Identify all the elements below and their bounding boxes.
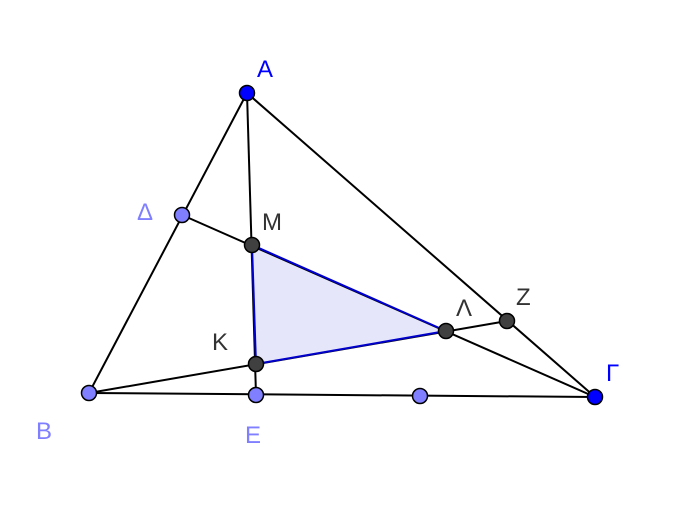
label-Delta: Δ (137, 199, 153, 226)
point-B[interactable] (80, 384, 98, 402)
point-K[interactable] (247, 355, 265, 373)
label-Lambda: Λ (456, 295, 472, 322)
label-M: M (262, 209, 282, 236)
label-Gamma: Γ (606, 360, 619, 387)
label-E: E (245, 422, 261, 449)
point-A[interactable] (238, 84, 256, 102)
point-Lambda[interactable] (437, 322, 455, 340)
label-K: K (212, 329, 228, 356)
inner-triangle-fill (252, 245, 446, 364)
side-BGamma (88, 392, 596, 398)
point-Delta[interactable] (173, 206, 191, 224)
point-Z[interactable] (498, 312, 516, 330)
side-AGamma (246, 92, 596, 398)
label-B: B (36, 418, 52, 445)
side-AB (88, 92, 248, 394)
edge-LambdaM (251, 244, 447, 332)
edge-KLambda (255, 330, 447, 365)
label-A: A (257, 56, 273, 83)
point-E[interactable] (247, 386, 265, 404)
edge-MK (251, 244, 257, 365)
point-BGamma-division[interactable] (411, 387, 429, 405)
point-Gamma[interactable] (586, 388, 604, 406)
point-M[interactable] (243, 236, 261, 254)
label-Z: Z (516, 284, 531, 311)
